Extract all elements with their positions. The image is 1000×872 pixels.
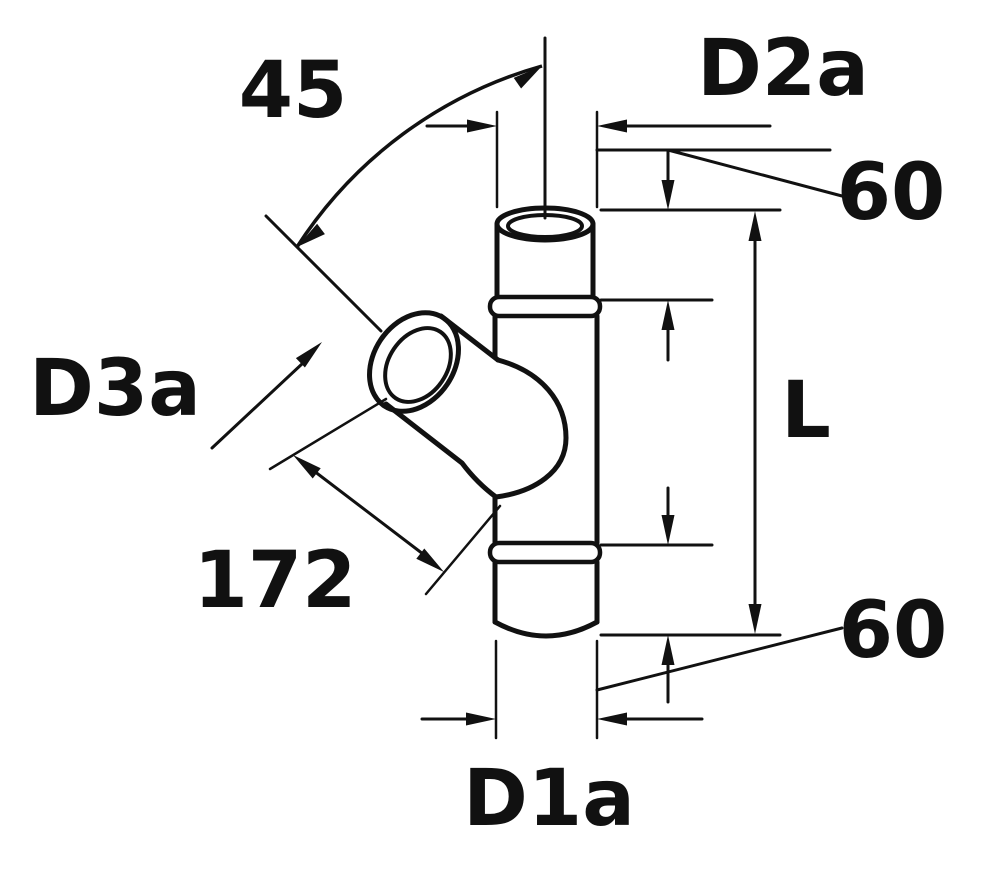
branch-junction-curve [493,357,569,500]
d3a-leader [210,342,322,450]
branch-mouth-outer [367,310,461,414]
label-branch-length: 172 [194,536,357,626]
branch-axis-line [264,214,383,333]
label-top-diameter: D2a [697,24,869,114]
label-branch-angle: 45 [239,46,348,136]
branch-172-dimension [268,397,502,596]
bottom-60-dimension [595,486,844,704]
label-overall-length: L [781,366,831,456]
bottom60-leader-slant [595,626,844,692]
branch-arrow-upper-icon [293,455,321,479]
d2a-arrow-right-icon [597,119,627,133]
lower-collar-bead [487,540,603,565]
extension-lines [599,208,782,637]
arc-arrow-bottom-icon [297,223,325,247]
d3a-arrow-icon [295,342,322,368]
main-pipe [487,205,603,639]
label-branch-diameter: D3a [29,344,201,434]
top60-arrow-down-icon [661,180,675,210]
angle-dimension [264,36,547,333]
branch-lower-edge [383,401,499,500]
upper-collar-bead [487,294,603,319]
d1a-arrow-left-icon [466,712,496,726]
length-dimension [748,211,762,634]
branch-dim-line [312,469,425,556]
branch-mouth-inner [383,326,453,404]
branch-extension-outer [268,397,388,471]
d3a-leader-line [210,361,305,450]
d2a-dimension [425,110,772,209]
top60-arrow-up-icon [661,300,675,330]
length-arrow-top-icon [748,211,762,241]
d1a-dimension [420,639,704,740]
branch-arrow-lower-icon [416,548,444,572]
label-bottom-diameter: D1a [463,754,635,844]
top60-leader-slant [666,148,844,198]
bottom60-arrow-down-icon [661,515,675,545]
d2a-arrow-left-icon [467,119,497,133]
d1a-arrow-right-icon [597,712,627,726]
arc-arrow-top-icon [513,66,542,89]
label-bottom-socket-depth: 60 [839,586,948,676]
bottom60-arrow-up-icon [661,635,675,665]
branch-extension-inner [424,504,502,596]
labels: 45 D2a 60 L 60 172 D3a D1a [29,24,947,844]
branch-pipe [367,310,569,500]
pipe-bottom-rim [492,619,600,639]
top-60-dimension [595,148,844,362]
length-arrow-bottom-icon [748,604,762,634]
label-top-socket-depth: 60 [837,148,946,238]
angle-arc [295,64,543,248]
